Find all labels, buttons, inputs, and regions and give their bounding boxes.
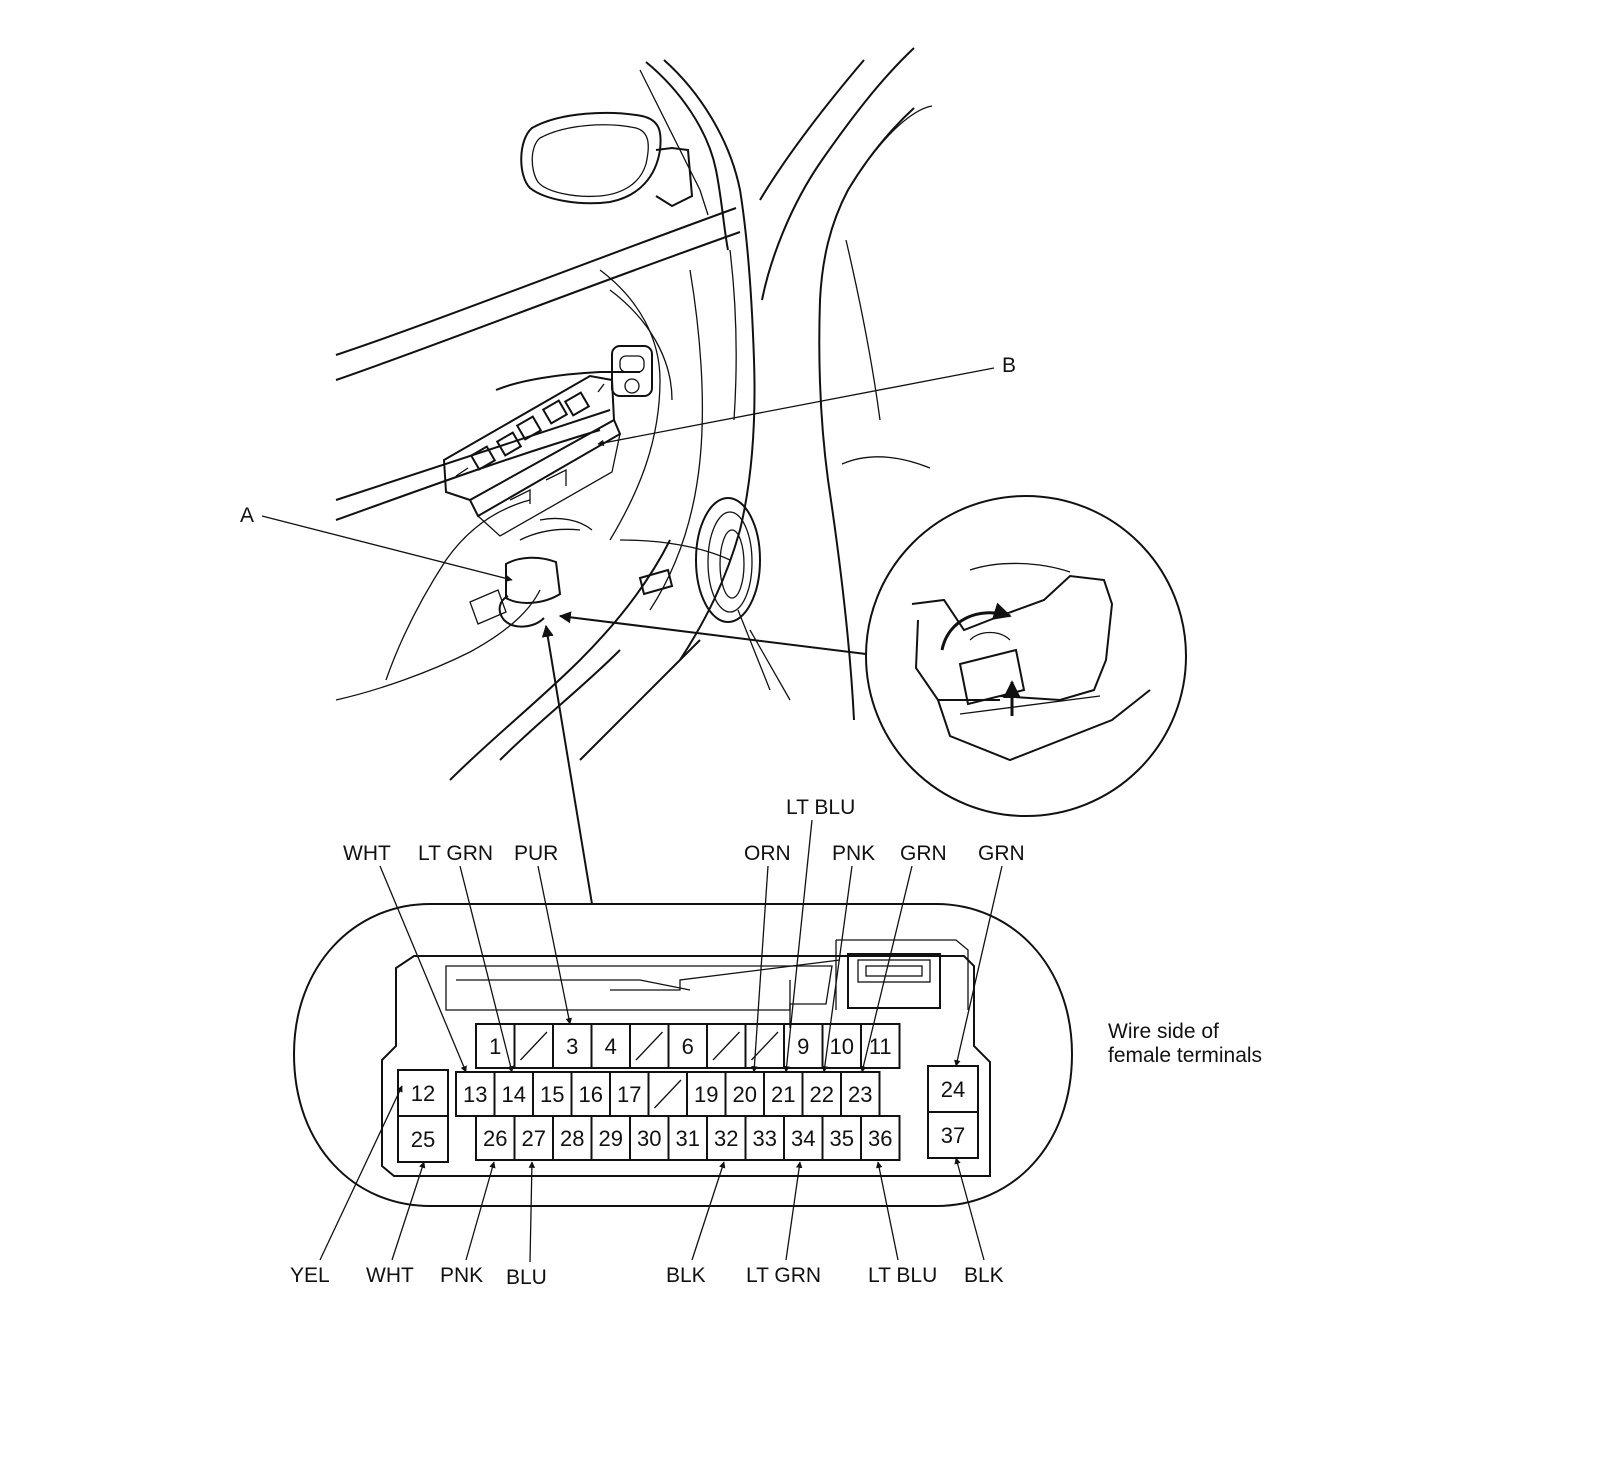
terminal-label: 20	[733, 1082, 757, 1107]
terminal-label: 33	[753, 1126, 777, 1151]
terminal-label: 16	[579, 1082, 603, 1107]
terminal-label: 32	[714, 1126, 738, 1151]
terminal-label: 28	[560, 1126, 584, 1151]
wire-label-25: WHT	[366, 1264, 414, 1287]
wire-label-34: LT GRN	[746, 1264, 821, 1287]
wire-label-23: GRN	[900, 842, 947, 865]
wire-label-36: LT BLU	[868, 1264, 937, 1287]
wire-label-21: LT BLU	[786, 796, 855, 819]
terminal-12-label: 12	[411, 1081, 435, 1106]
terminal-label: 13	[463, 1082, 487, 1107]
terminal-label: 23	[848, 1082, 872, 1107]
terminal-25-label: 25	[411, 1127, 435, 1152]
terminal-37-cell	[927, 1111, 979, 1159]
connector-a-in-door	[469, 517, 593, 628]
terminal-label: 35	[830, 1126, 854, 1151]
wire-label-22: PNK	[832, 842, 875, 865]
terminal-label: 29	[599, 1126, 623, 1151]
wire-label-13: WHT	[343, 842, 391, 865]
release-tab-detail-circle	[865, 495, 1187, 817]
wire-label-37: BLK	[964, 1264, 1004, 1287]
terminal-label: 15	[540, 1082, 564, 1107]
terminal-label: 3	[566, 1034, 578, 1059]
door-speaker	[695, 497, 761, 623]
terminal-label: 6	[682, 1034, 694, 1059]
terminal-label: 31	[676, 1126, 700, 1151]
terminal-unused-slash	[712, 1031, 740, 1061]
callout-a-label: A	[240, 504, 254, 527]
wire-label-32: BLK	[666, 1264, 706, 1287]
terminal-label: 27	[522, 1126, 546, 1151]
wire-label-24: GRN	[978, 842, 1025, 865]
wire-label-3: PUR	[514, 842, 558, 865]
wire-labels-top: WHT LT GRN PUR LT BLU ORN PNK GRN GRN	[343, 796, 1025, 865]
terminal-label: 9	[797, 1034, 809, 1059]
wire-label-27: BLU	[506, 1266, 547, 1289]
terminal-cell	[860, 1023, 901, 1069]
terminal-unused-slash	[654, 1079, 682, 1109]
callout-b-leader	[597, 367, 995, 447]
terminal-label: 22	[810, 1082, 834, 1107]
terminal-label: 21	[771, 1082, 795, 1107]
wire-leaders-bottom	[319, 1085, 985, 1263]
terminal-37-label: 37	[941, 1123, 965, 1148]
terminal-unused-slash	[520, 1031, 548, 1061]
terminal-label: 10	[830, 1034, 854, 1059]
connector-view-pointer-arrow	[541, 624, 593, 905]
wire-label-20: ORN	[744, 842, 791, 865]
connector-note-line1: Wire side of	[1108, 1020, 1219, 1043]
terminal-unused-slash	[751, 1031, 779, 1061]
callout-a-leader	[261, 515, 513, 582]
terminal-label: 14	[502, 1082, 526, 1107]
terminal-label: 26	[483, 1126, 507, 1151]
terminal-label: 1	[489, 1034, 501, 1059]
terminal-cell	[860, 1115, 901, 1161]
side-mirror	[520, 111, 662, 205]
connector-note-line2: female terminals	[1108, 1044, 1262, 1067]
terminal-24-label: 24	[941, 1077, 965, 1102]
power-window-master-switch	[442, 374, 622, 537]
wire-label-12: YEL	[290, 1264, 330, 1287]
terminal-label: 4	[605, 1034, 617, 1059]
terminal-unused-slash	[635, 1031, 663, 1061]
terminal-label: 17	[617, 1082, 641, 1107]
wire-label-26: PNK	[440, 1264, 483, 1287]
wire-label-14: LT GRN	[418, 842, 493, 865]
wire-leaders-top	[379, 819, 1003, 1073]
terminal-label: 19	[694, 1082, 718, 1107]
detail-pointer-arrow	[558, 611, 867, 655]
terminal-label: 11	[869, 1034, 892, 1059]
callout-b-label: B	[1002, 354, 1016, 377]
wire-labels-bottom: YEL WHT PNK BLU BLK LT GRN LT BLU BLK	[290, 1264, 1004, 1289]
terminal-label: 34	[791, 1126, 815, 1151]
door-illustration	[335, 47, 933, 781]
connector-face	[292, 903, 1074, 1207]
terminal-label: 36	[868, 1126, 892, 1151]
terminal-label: 30	[637, 1126, 661, 1151]
